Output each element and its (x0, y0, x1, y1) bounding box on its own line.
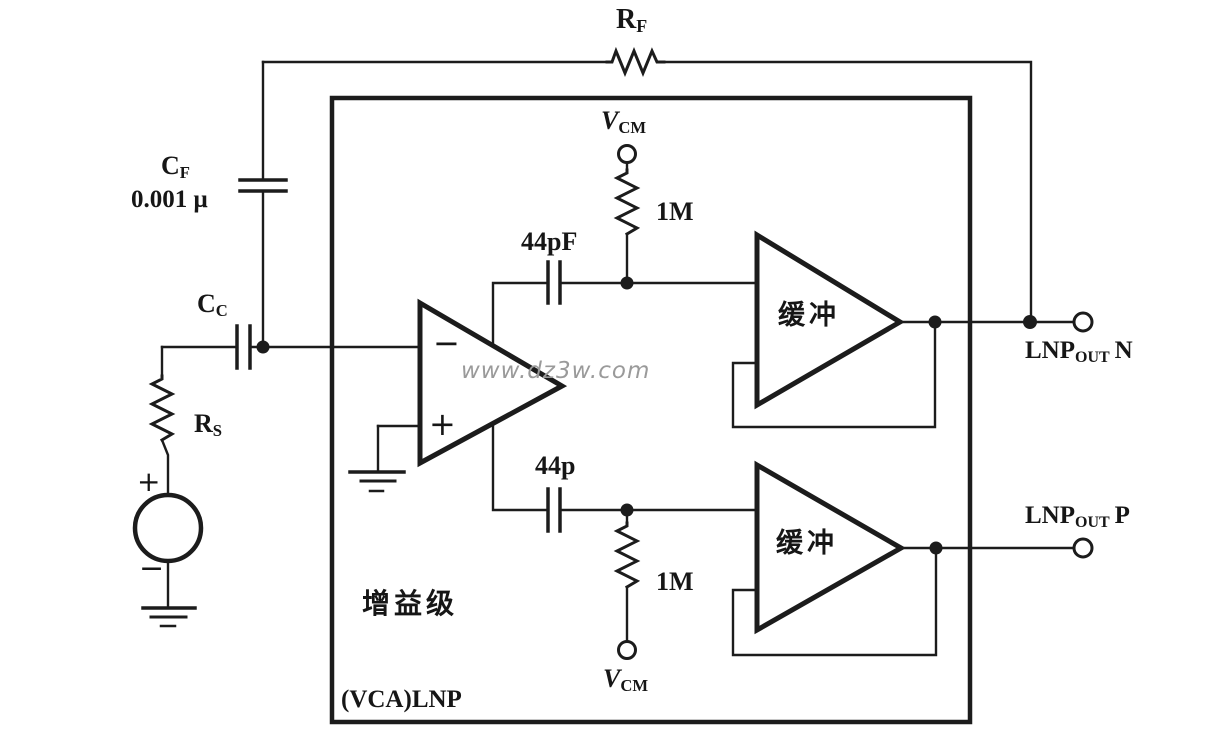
r1m-bottom (613, 508, 641, 660)
r1m-top-label: 1M (656, 197, 694, 226)
buffer-bottom-label: 缓冲 (776, 528, 838, 559)
out-n-main: LNP (1025, 337, 1075, 364)
out-n-sub: OUT (1075, 349, 1110, 366)
source-minus-sign: − (139, 551, 165, 586)
rs-main: R (194, 409, 213, 438)
out-n-terminal (1072, 311, 1094, 333)
ic-box (329, 95, 973, 725)
vcm-bottom-main: V (603, 664, 621, 693)
rf-label: RF (616, 6, 647, 36)
rs-label: RS (194, 411, 222, 440)
opamp-plus-sign: + (429, 405, 456, 443)
rf-feedback-wire (261, 60, 1033, 318)
cc-label: CC (197, 291, 228, 320)
c44p-capacitor (491, 421, 759, 533)
rs-sub: S (212, 421, 223, 440)
signal-source (132, 492, 204, 608)
watermark: www.dz3w.com (461, 358, 651, 384)
out-p-main: LNP (1025, 502, 1075, 529)
cf-main: C (161, 151, 180, 180)
top-node-dot (620, 276, 634, 290)
vcm-bottom-sub: CM (620, 676, 649, 695)
vcm-bottom-label: VCM (603, 666, 648, 695)
cf-value-label: 0.001 μ (131, 186, 208, 213)
buffer-bottom-opamp (731, 460, 1075, 657)
cf-label: CF (161, 153, 190, 182)
opamp-minus-sign: − (433, 324, 460, 362)
rs-resistor (148, 345, 176, 496)
r1m-bottom-label: 1M (656, 567, 694, 596)
c44pf-capacitor (491, 260, 759, 348)
r1m-top (613, 144, 641, 279)
vcm-top-main: V (601, 106, 619, 135)
cc-sub: C (215, 301, 228, 320)
rf-resistor (605, 46, 666, 77)
gain-stage-label: 增益级 (362, 587, 459, 620)
source-ground-icon (141, 606, 197, 628)
out-p-suffix: P (1114, 502, 1130, 529)
buffer-top-opamp (731, 230, 1075, 429)
opamp-ground-icon (348, 470, 406, 493)
cf-capacitor (238, 60, 288, 345)
buffer-top-label: 缓冲 (778, 300, 840, 331)
gain-opamp (376, 298, 568, 472)
cf-sub: F (179, 163, 190, 182)
chip-name-label: (VCA)LNP (341, 686, 462, 713)
source-plus-sign: + (137, 465, 161, 498)
out-n-suffix: N (1114, 337, 1133, 364)
cc-capacitor (160, 324, 420, 370)
vcm-top-sub: CM (618, 118, 647, 137)
rf-main: R (616, 4, 637, 35)
c44p-label: 44p (535, 451, 576, 480)
out-n-node-dot (1023, 315, 1037, 329)
vcm-top-label: VCM (601, 108, 646, 137)
c44pf-label: 44pF (521, 227, 578, 256)
out-p-terminal (1072, 537, 1094, 559)
buffer-top-out-dot (928, 315, 942, 329)
rf-sub: F (636, 16, 648, 36)
out-p-sub: OUT (1075, 514, 1110, 531)
cc-main: C (197, 289, 216, 318)
buffer-bottom-out-dot (929, 541, 943, 555)
input-junction-dot (256, 340, 270, 354)
